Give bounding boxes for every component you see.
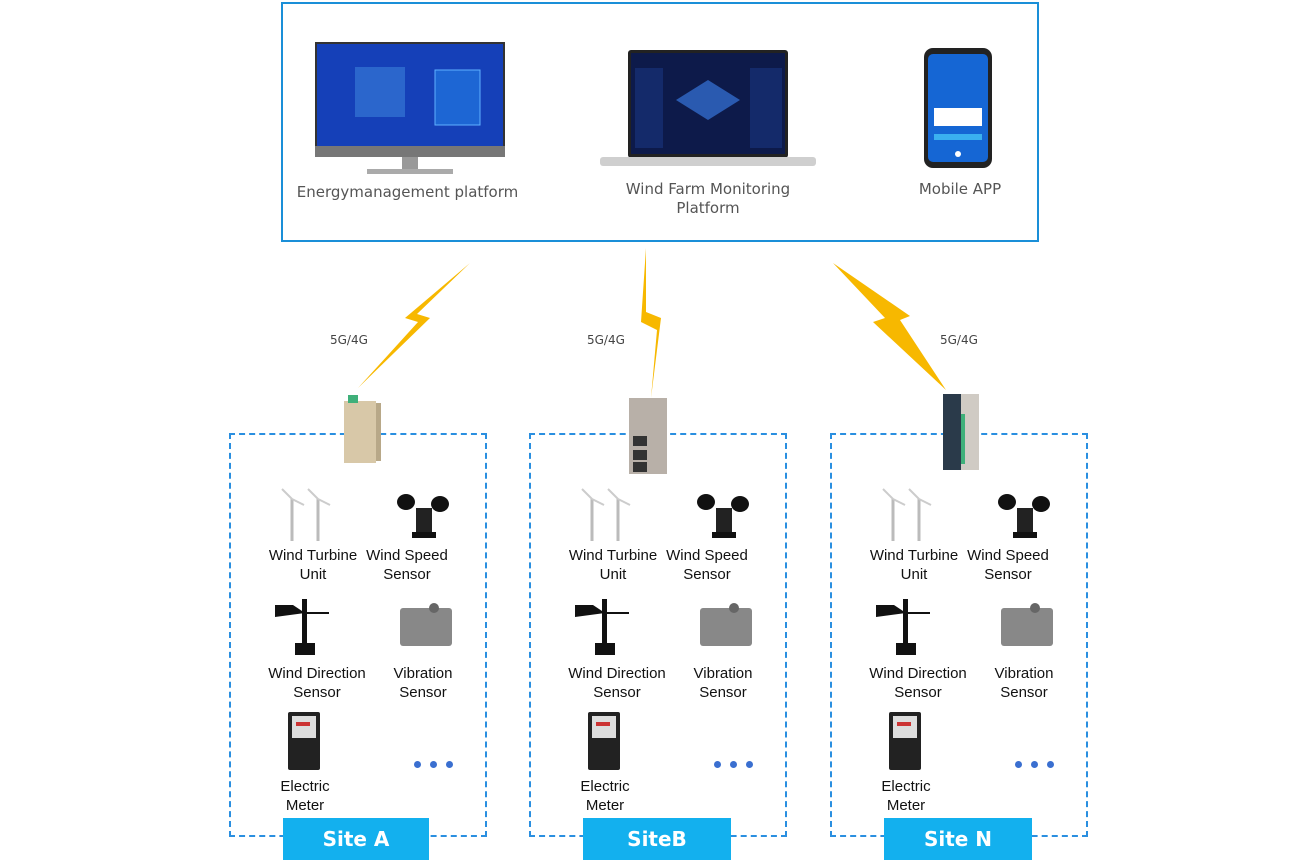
- lightning-icon-n: [833, 263, 946, 390]
- electric-meter-icon: [889, 712, 921, 770]
- device-label-wind-speed: Wind Speed Sensor: [366, 547, 448, 583]
- platform-panel: [281, 2, 1039, 242]
- gateway-icon: [344, 395, 381, 463]
- vibration-sensor-icon: [1001, 603, 1053, 646]
- device-label-turbine: Wind Turbine Unit: [869, 547, 959, 583]
- wind-speed-sensor-icon: [397, 494, 449, 538]
- laptop-icon: [600, 50, 816, 166]
- wind-turbine-icon: [581, 488, 631, 541]
- vibration-sensor-icon: [700, 603, 752, 646]
- device-label-wind-direction: Wind Direction Sensor: [568, 665, 666, 701]
- device-label-wind-speed: Wind Speed Sensor: [967, 547, 1049, 583]
- platform-label-mobile: Mobile APP: [918, 180, 1002, 198]
- wind-turbine-icon: [882, 488, 932, 541]
- site-tag-n: Site N: [884, 818, 1032, 860]
- vibration-sensor-icon: [400, 603, 452, 646]
- more-devices-icon: [714, 755, 762, 773]
- phone-icon: [924, 48, 992, 168]
- lightning-icon-a: [358, 263, 470, 388]
- platform-label-energy: Energymanagement platform: [296, 183, 519, 201]
- electric-meter-icon: [288, 712, 320, 770]
- gateway-icon: [943, 394, 979, 470]
- wireless-links: [358, 248, 946, 398]
- monitor-icon: [315, 42, 505, 174]
- network-label-b: 5G/4G: [587, 333, 625, 347]
- network-label-a: 5G/4G: [330, 333, 368, 347]
- more-devices-icon: [1015, 755, 1063, 773]
- network-label-n: 5G/4G: [940, 333, 978, 347]
- device-label-vibration: Vibration Sensor: [393, 665, 453, 701]
- more-devices-icon: [414, 755, 462, 773]
- device-label-meter: Electric Meter: [881, 778, 931, 814]
- device-label-wind-direction: Wind Direction Sensor: [869, 665, 967, 701]
- site-tag-b: SiteB: [583, 818, 731, 860]
- device-label-meter: Electric Meter: [580, 778, 630, 814]
- device-label-wind-speed: Wind Speed Sensor: [666, 547, 748, 583]
- site-tag-a: Site A: [283, 818, 429, 860]
- device-label-turbine: Wind Turbine Unit: [268, 547, 358, 583]
- wind-speed-sensor-icon: [697, 494, 749, 538]
- wind-direction-sensor-icon: [876, 599, 930, 655]
- device-label-wind-direction: Wind Direction Sensor: [268, 665, 366, 701]
- wind-turbine-icon: [281, 488, 331, 541]
- electric-meter-icon: [588, 712, 620, 770]
- device-label-turbine: Wind Turbine Unit: [568, 547, 658, 583]
- wind-speed-sensor-icon: [998, 494, 1050, 538]
- wind-direction-sensor-icon: [575, 599, 629, 655]
- lightning-icon-b: [641, 248, 661, 398]
- device-label-vibration: Vibration Sensor: [994, 665, 1054, 701]
- platform-label-wind-farm: Wind Farm Monitoring Platform: [625, 180, 791, 217]
- device-label-vibration: Vibration Sensor: [693, 665, 753, 701]
- device-label-meter: Electric Meter: [280, 778, 330, 814]
- wind-direction-sensor-icon: [275, 599, 329, 655]
- gateway-icon: [629, 398, 667, 474]
